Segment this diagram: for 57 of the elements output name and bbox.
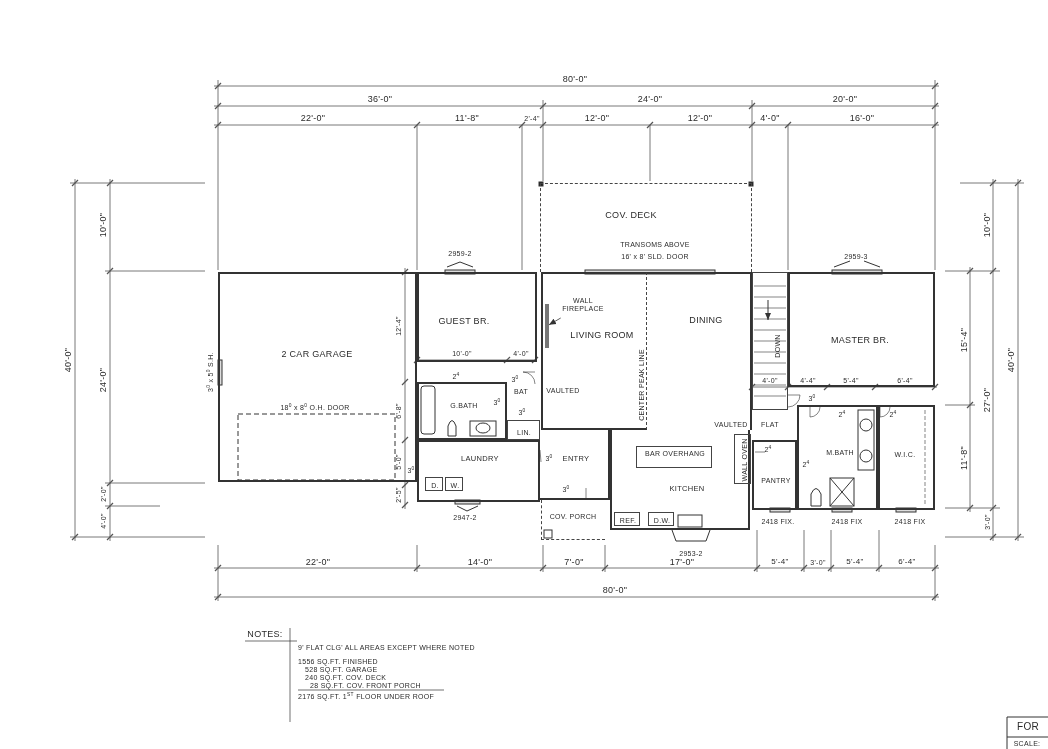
dimension-text: 11'-8" — [959, 445, 969, 471]
room-label: MASTER BR. — [831, 335, 889, 345]
dimension-text: 17'-0" — [669, 557, 695, 567]
room-area — [540, 430, 610, 500]
notes-heading: NOTES: — [247, 629, 283, 639]
room-area — [417, 440, 540, 502]
room-label: GUEST BR. — [438, 316, 490, 326]
room-area — [610, 430, 750, 530]
dimension-text: 40'-0" — [63, 347, 73, 373]
dimension-text: 24'-0" — [637, 94, 663, 104]
dimension-text: 80'-0" — [562, 74, 588, 84]
porch-area — [541, 500, 605, 540]
dimension-text: 40'-0" — [1006, 347, 1016, 373]
room-area — [797, 405, 878, 510]
dimension-text: 36'-0" — [367, 94, 393, 104]
staircase — [752, 272, 788, 410]
dimension-text: 5'-4" — [846, 558, 864, 566]
room-area — [878, 405, 935, 510]
dimension-text: 24'-0" — [98, 367, 108, 393]
linen-closet — [507, 420, 540, 440]
room-label: DINING — [689, 315, 723, 325]
dimension-text: 15'-4" — [959, 327, 969, 353]
dimension-text: 27'-0" — [982, 387, 992, 413]
dimension-text: 7'-0" — [564, 557, 584, 567]
room-label: LIVING ROOM — [570, 330, 634, 340]
room-label: 2 CAR GARAGE — [281, 349, 353, 359]
dimension-text: 6'-4" — [898, 558, 916, 566]
dimension-text: 16'-0" — [849, 113, 875, 123]
dimension-text: 4'-0" — [760, 113, 780, 123]
fireplace-wall — [545, 304, 549, 348]
dishwasher — [648, 512, 674, 526]
counter — [636, 446, 712, 468]
room-area — [647, 272, 752, 430]
dimension-text: 22'-0" — [300, 113, 326, 123]
room-area — [541, 272, 647, 430]
dimension-text: 22'-0" — [305, 557, 331, 567]
room-area — [788, 272, 935, 387]
dimension-text: 10'-0" — [98, 212, 108, 238]
dryer — [425, 477, 443, 491]
dimension-text: 14'-0" — [467, 557, 493, 567]
garage-area — [218, 272, 417, 482]
deck-area — [540, 183, 752, 272]
wall-oven — [734, 434, 751, 484]
dimension-text: 12'-0" — [584, 113, 610, 123]
room-area — [417, 382, 507, 440]
washer — [445, 477, 463, 491]
refrigerator — [614, 512, 640, 526]
dimension-text: 20'-0" — [832, 94, 858, 104]
dimension-text: 12'-0" — [687, 113, 713, 123]
room-area — [417, 272, 537, 362]
dimension-text: 80'-0" — [602, 585, 628, 595]
dimension-text: 11'-8" — [454, 113, 480, 123]
room-area — [752, 440, 797, 510]
room-label: COV. DECK — [605, 210, 657, 220]
dimension-text: 10'-0" — [982, 212, 992, 238]
dimension-text: 5'-4" — [771, 558, 789, 566]
title-block-text: FOR — [1017, 722, 1039, 732]
